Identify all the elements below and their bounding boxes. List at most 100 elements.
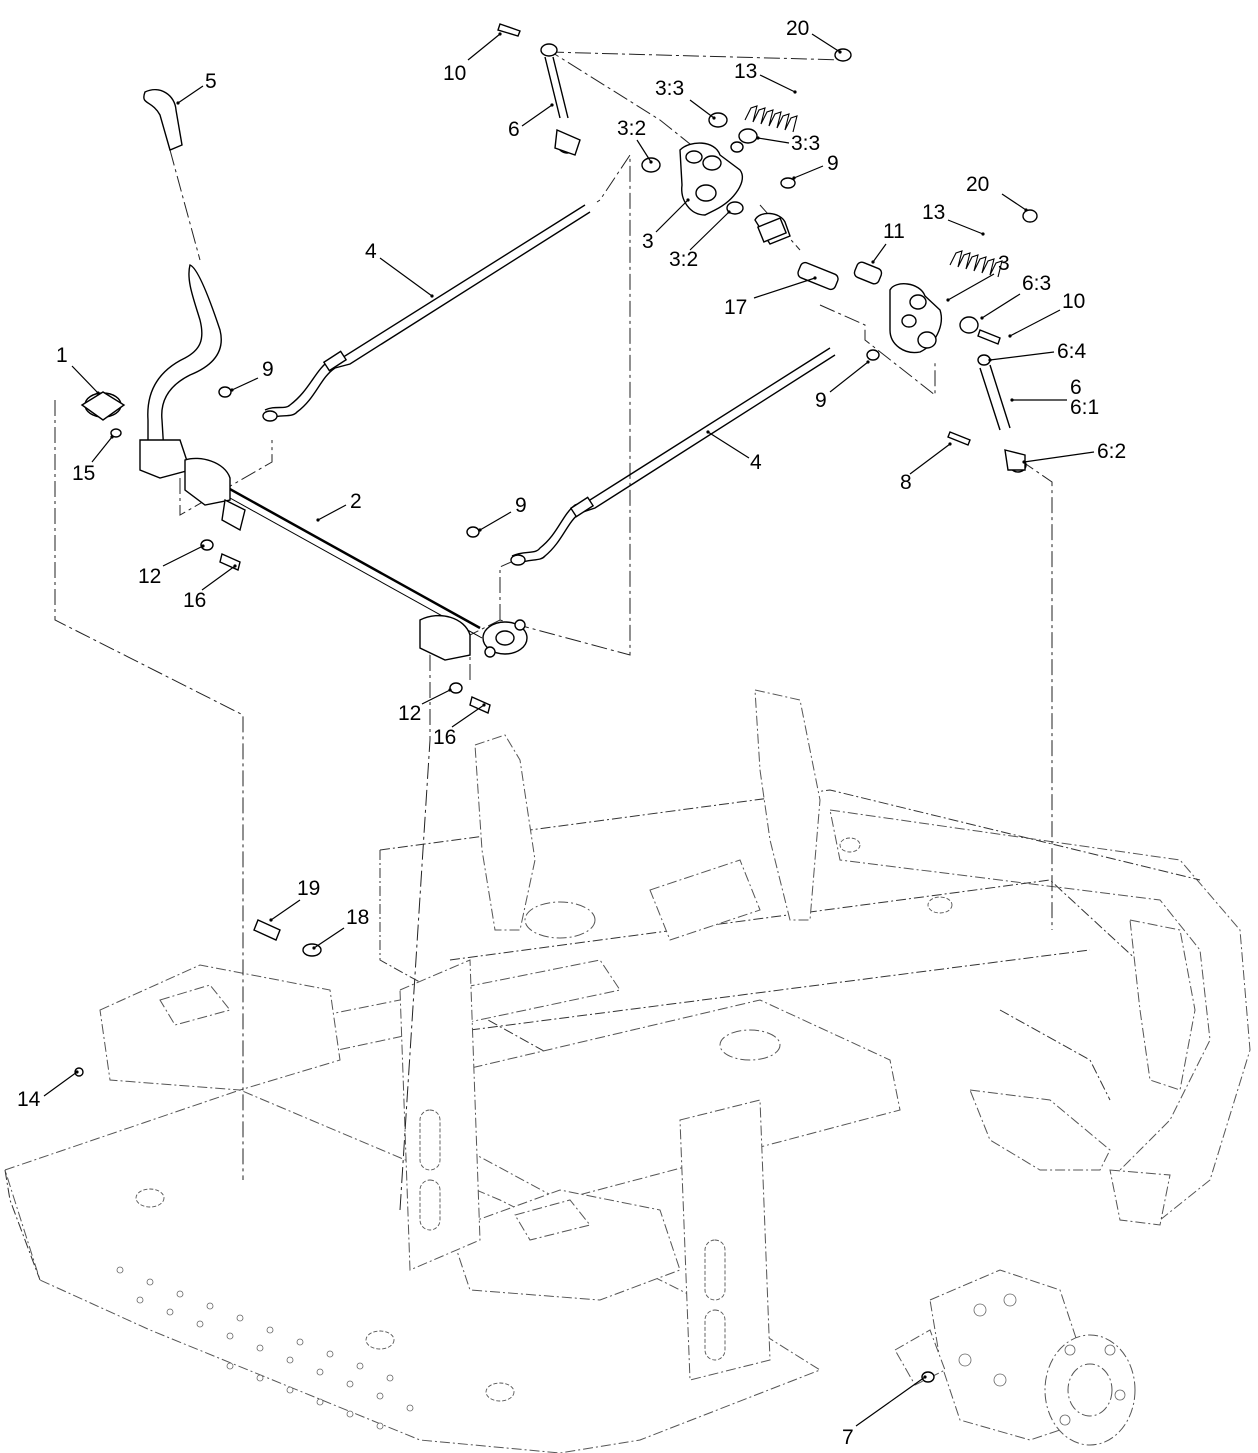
- leader-tip-c13a: [793, 90, 797, 94]
- leader-tip-c20a: [838, 50, 842, 54]
- callout-c20b: 20: [966, 173, 989, 196]
- leader-c16a: [201, 565, 236, 591]
- leader-tip-c9b: [478, 528, 482, 532]
- leader-c64: [989, 351, 1055, 361]
- callout-c9a: 9: [262, 358, 274, 381]
- leader-c18: [313, 927, 345, 949]
- callout-c6a: 6: [508, 118, 520, 141]
- callout-c13b: 13: [922, 201, 945, 224]
- leader-tip-c64: [988, 358, 992, 362]
- callout-c15: 15: [72, 462, 95, 485]
- leader-tip-c4b: [706, 430, 710, 434]
- left-pump-arm-assembly: [641, 112, 796, 245]
- control-rods: [262, 204, 836, 566]
- leader-c6a: [521, 104, 553, 127]
- leader-tip-c6b: [1010, 398, 1014, 402]
- leader-c11: [872, 243, 887, 263]
- callout-c8: 8: [900, 471, 912, 494]
- leader-tip-c7: [923, 1375, 927, 1379]
- leader-c1: [71, 365, 99, 394]
- leader-c7: [855, 1376, 926, 1427]
- leader-tip-c16a: [233, 564, 237, 568]
- leader-tip-c32b: [727, 210, 731, 214]
- callout-c7: 7: [842, 1426, 854, 1449]
- leader-tip-c11: [871, 260, 875, 264]
- callout-c3a: 3: [642, 230, 654, 253]
- leader-c9b: [479, 511, 512, 531]
- leader-tip-c62: [1022, 460, 1026, 464]
- chassis-frame: [4, 689, 1251, 1453]
- leader-tip-c16b: [482, 703, 486, 707]
- leader-tip-c3b: [946, 298, 950, 302]
- leader-tip-c6a: [550, 103, 554, 107]
- callout-c33a: 3:3: [655, 77, 684, 100]
- callout-c18: 18: [346, 906, 369, 929]
- leader-tip-c9a: [230, 388, 234, 392]
- leader-c32b: [689, 211, 730, 251]
- leader-c3a: [655, 199, 689, 233]
- leader-tip-c3a: [686, 198, 690, 202]
- leader-c10b: [1009, 309, 1061, 337]
- hardware: [74, 386, 935, 1383]
- leader-tip-c9d: [866, 360, 870, 364]
- leader-tip-c32a: [649, 160, 653, 164]
- leader-tip-c10a: [498, 32, 502, 36]
- leader-tip-c2: [316, 518, 320, 522]
- leader-c12b: [421, 689, 451, 705]
- torsion-shaft: [80, 391, 528, 661]
- callout-c4b: 4: [750, 451, 762, 474]
- spring-13b: [949, 250, 1003, 278]
- leader-tip-c8: [948, 442, 952, 446]
- leader-tip-c63: [980, 316, 984, 320]
- leader-c14: [43, 1071, 78, 1097]
- leader-c5: [177, 85, 204, 104]
- leader-c32a: [636, 139, 652, 163]
- leader-c12a: [162, 545, 204, 567]
- leader-c3b: [947, 273, 995, 301]
- footplate-perforations: [116, 837, 953, 1430]
- leader-c17: [753, 277, 816, 299]
- leader-tip-c18: [312, 946, 316, 950]
- leader-c63: [981, 293, 1021, 319]
- callout-c64: 6:4: [1057, 340, 1087, 363]
- leader-c9a: [231, 377, 259, 391]
- callout-c2: 2: [350, 490, 362, 513]
- callout-leaders: [43, 32, 1095, 1427]
- leader-tip-c20b: [1024, 208, 1028, 212]
- callout-c6b: 6: [1070, 376, 1082, 399]
- leader-c19: [270, 899, 301, 921]
- leader-c20a: [811, 33, 841, 53]
- leader-c4b: [707, 431, 750, 459]
- callout-c63: 6:3: [1022, 272, 1051, 295]
- leader-c4a: [379, 257, 433, 297]
- spring-13a: [744, 105, 798, 133]
- traction-lever: [139, 89, 222, 479]
- leader-tip-c19: [269, 918, 273, 922]
- callout-c32b: 3:2: [669, 248, 698, 271]
- leader-c20b: [1001, 193, 1027, 211]
- leader-c33b: [757, 137, 790, 144]
- callout-c14: 14: [17, 1088, 41, 1111]
- leader-c10a: [467, 33, 501, 61]
- leader-c2: [317, 504, 347, 521]
- leader-tip-c33b: [756, 136, 760, 140]
- callout-c1: 1: [56, 344, 68, 367]
- leader-c9c: [793, 165, 824, 179]
- callout-c9b: 9: [515, 494, 527, 517]
- callout-c62: 6:2: [1097, 440, 1126, 463]
- callout-c20a: 20: [786, 17, 809, 40]
- leader-c16b: [451, 704, 485, 728]
- callout-c61: 6:1: [1070, 396, 1099, 419]
- callout-c10a: 10: [443, 62, 466, 85]
- leader-tip-c5: [176, 101, 180, 105]
- callout-c16b: 16: [433, 726, 456, 749]
- leader-c33a: [689, 99, 715, 119]
- leader-c13a: [759, 74, 796, 93]
- callout-c9d: 9: [815, 389, 827, 412]
- leader-c62: [1023, 451, 1095, 463]
- leader-c9d: [829, 361, 869, 393]
- callout-c19: 19: [297, 877, 320, 900]
- leader-tip-c10b: [1008, 334, 1012, 338]
